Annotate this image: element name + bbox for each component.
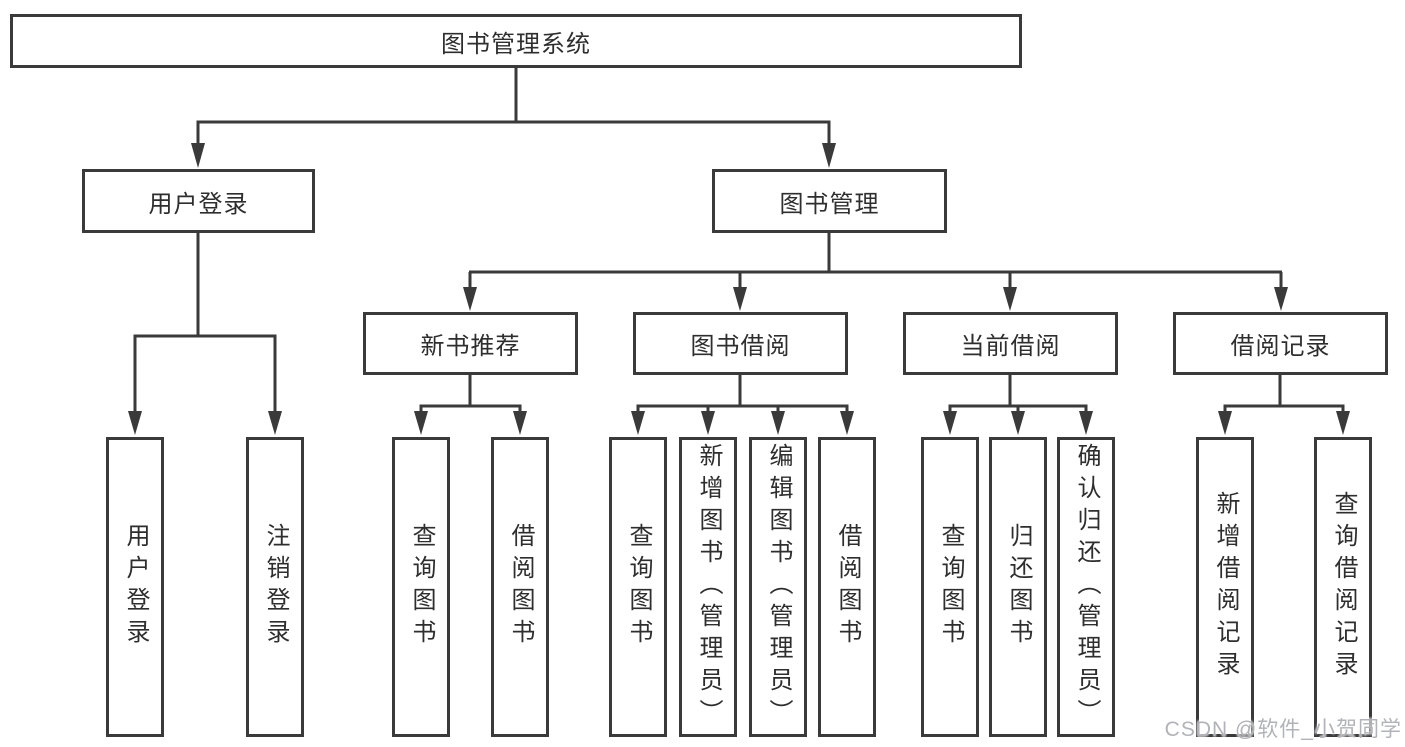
- leaf-borrow-query-book-label: 查询图书: [625, 523, 652, 651]
- leaf-borrow-add-book-admin: 新增图书（管理员）: [679, 437, 737, 737]
- node-new-book-recommend: 新书推荐: [363, 312, 578, 375]
- leaf-user-login-label: 用户登录: [122, 523, 149, 651]
- leaf-records-query-record-label: 查询借阅记录: [1330, 491, 1357, 683]
- leaf-current-confirm-return-admin: 确认归还（管理员）: [1057, 437, 1115, 737]
- leaf-borrow-add-book-admin-label: 新增图书（管理员）: [695, 443, 722, 731]
- leaf-records-add-record-label: 新增借阅记录: [1212, 491, 1239, 683]
- leaf-current-return-book: 归还图书: [989, 437, 1047, 737]
- node-book-borrow: 图书借阅: [633, 312, 848, 375]
- node-library-system: 图书管理系统: [10, 14, 1022, 68]
- leaf-borrow-edit-book-admin: 编辑图书（管理员）: [749, 437, 807, 737]
- leaf-current-return-book-label: 归还图书: [1005, 523, 1032, 651]
- leaf-recommend-borrow-book: 借阅图书: [491, 437, 549, 737]
- leaf-logout: 注销登录: [246, 437, 304, 737]
- leaf-recommend-query-book-label: 查询图书: [408, 523, 435, 651]
- leaf-records-query-record: 查询借阅记录: [1314, 437, 1372, 737]
- node-user-login: 用户登录: [82, 169, 315, 233]
- leaf-logout-label: 注销登录: [262, 523, 289, 651]
- leaf-records-add-record: 新增借阅记录: [1196, 437, 1254, 737]
- node-book-management: 图书管理: [712, 169, 947, 233]
- leaf-borrow-query-book: 查询图书: [609, 437, 667, 737]
- leaf-borrow-borrow-book: 借阅图书: [818, 437, 876, 737]
- leaf-borrow-edit-book-admin-label: 编辑图书（管理员）: [765, 443, 792, 731]
- node-borrow-records: 借阅记录: [1173, 312, 1388, 375]
- arrowheads: [128, 143, 1350, 435]
- node-current-borrow: 当前借阅: [903, 312, 1118, 375]
- leaf-borrow-borrow-book-label: 借阅图书: [834, 523, 861, 651]
- leaf-recommend-borrow-book-label: 借阅图书: [507, 523, 534, 651]
- watermark: CSDN @软件_小贺同学: [1164, 718, 1402, 741]
- leaf-current-query-book: 查询图书: [921, 437, 979, 737]
- leaf-recommend-query-book: 查询图书: [392, 437, 450, 737]
- leaf-user-login: 用户登录: [106, 437, 164, 737]
- leaf-current-query-book-label: 查询图书: [937, 523, 964, 651]
- leaf-current-confirm-return-admin-label: 确认归还（管理员）: [1073, 443, 1100, 731]
